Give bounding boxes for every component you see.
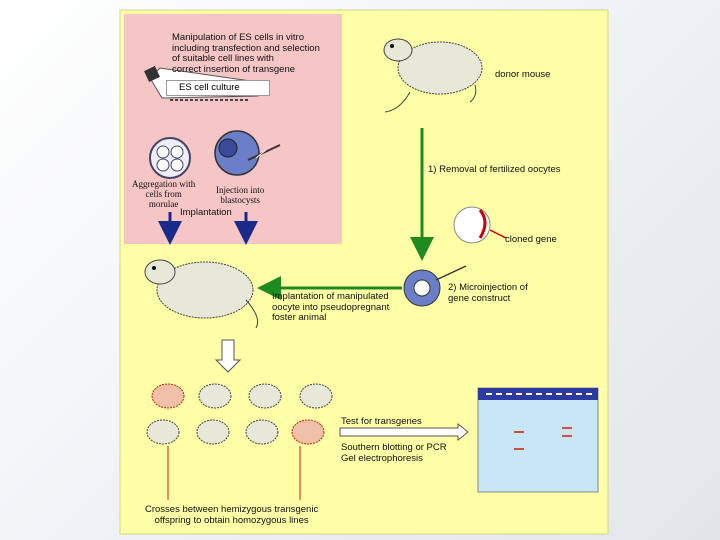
aggregation-label: Aggregation with cells from morulae [132, 179, 195, 209]
microinjection-label: 2) Microinjection of gene construct [448, 283, 528, 304]
cloned-gene-label: cloned gene [505, 235, 557, 246]
offspring-mouse [197, 420, 229, 444]
crosses-line: Crosses between hemizygous transgenic [145, 505, 318, 516]
injection-line: Injection into [216, 185, 264, 195]
test-label: Test for transgenes [341, 417, 422, 428]
offspring-mouse [249, 384, 281, 408]
offspring-mouse-transgenic [152, 384, 184, 408]
es-description-line: Manipulation of ES cells in vitro [172, 33, 320, 44]
donor-mouse-label: donor mouse [495, 70, 550, 81]
es-description-line: of suitable cell lines with [172, 54, 320, 65]
removal-label: 1) Removal of fertilized oocytes [428, 165, 561, 176]
aggregation-line: Aggregation with [132, 179, 195, 189]
crosses-line: offspring to obtain homozygous lines [145, 516, 318, 527]
crosses-label: Crosses between hemizygous transgenic of… [145, 505, 318, 526]
es-description: Manipulation of ES cells in vitro includ… [172, 33, 320, 75]
southern-label: Southern blotting or PCR Gel electrophor… [341, 443, 447, 464]
es-description-line: correct insertion of transgene [172, 65, 320, 76]
morula-icon [150, 138, 190, 178]
offspring-mouse [147, 420, 179, 444]
es-culture-label: ES cell culture [166, 80, 270, 96]
microinjection-line: gene construct [448, 294, 528, 305]
southern-line: Southern blotting or PCR [341, 443, 447, 454]
offspring-mouse [300, 384, 332, 408]
implantation-oocyte-label: Implantation of manipulated oocyte into … [272, 292, 389, 324]
implantation-oocyte-line: foster animal [272, 313, 389, 324]
offspring-mouse [246, 420, 278, 444]
southern-line: Gel electrophoresis [341, 454, 447, 465]
injection-line: blastocysts [216, 195, 264, 205]
microinjection-line: 2) Microinjection of [448, 283, 528, 294]
injection-label: Injection into blastocysts [216, 185, 264, 205]
implantation-label: Implantation [180, 208, 232, 219]
offspring-mouse [199, 384, 231, 408]
offspring-mouse-transgenic [292, 420, 324, 444]
aggregation-line: cells from [132, 189, 195, 199]
implantation-oocyte-line: Implantation of manipulated [272, 292, 389, 303]
gel-image [478, 388, 598, 492]
